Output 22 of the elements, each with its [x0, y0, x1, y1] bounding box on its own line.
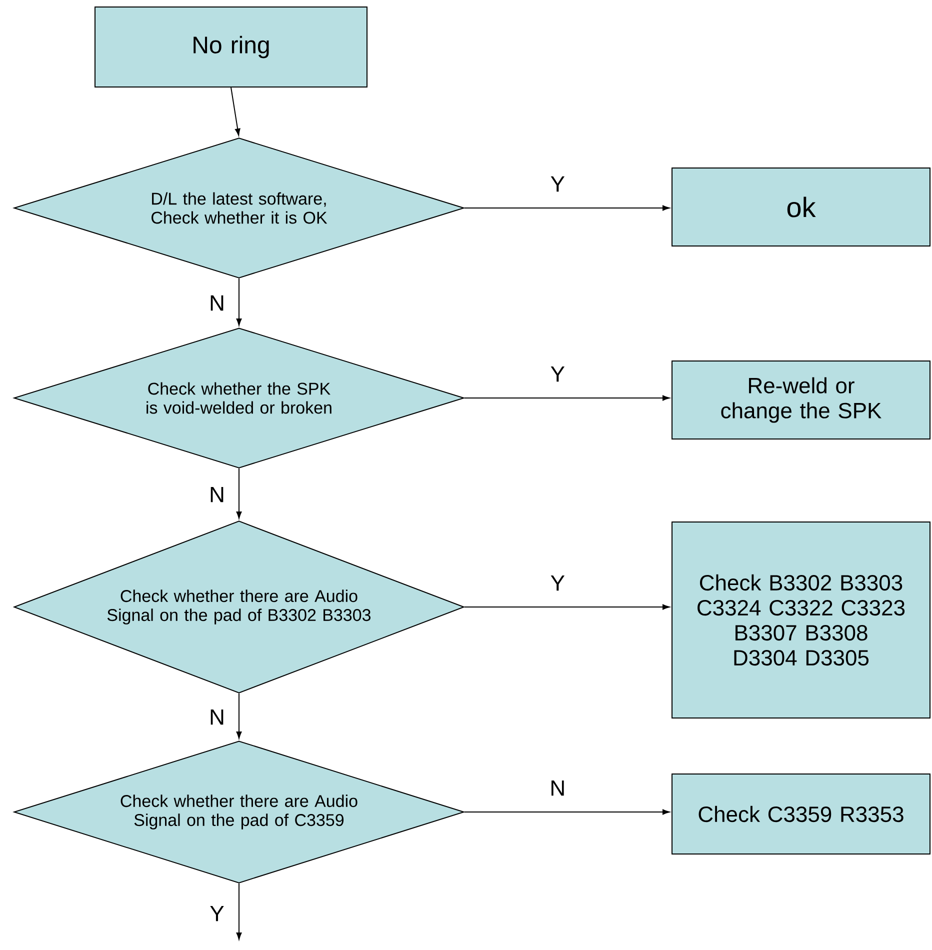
- edge-label: Y: [549, 365, 566, 383]
- process-box: Check C3359 R3353: [672, 774, 930, 854]
- arrow: [230, 87, 240, 136]
- process-box: Check B3302 B3303 C3324 C3322 C3323 B3307 B3308 D3304 D3305: [672, 522, 930, 718]
- edge-label: Y: [208, 904, 226, 922]
- edge-label: N: [208, 294, 226, 312]
- edge-label: N: [548, 779, 567, 797]
- arrow: [464, 205, 670, 211]
- edge-label: N: [208, 708, 226, 726]
- arrow: [464, 809, 670, 815]
- edge-label: Y: [549, 574, 566, 592]
- process-box: Re-weld or change the SPK: [672, 360, 930, 440]
- edge-label: Y: [549, 175, 566, 193]
- arrow: [464, 604, 670, 610]
- arrow: [464, 395, 670, 401]
- arrow: [236, 693, 242, 739]
- process-box: No ring: [94, 6, 368, 88]
- edge-label: N: [208, 486, 226, 504]
- arrow: [236, 468, 242, 519]
- process-box: ok: [672, 168, 930, 246]
- arrow: [236, 883, 242, 940]
- arrow: [236, 278, 242, 326]
